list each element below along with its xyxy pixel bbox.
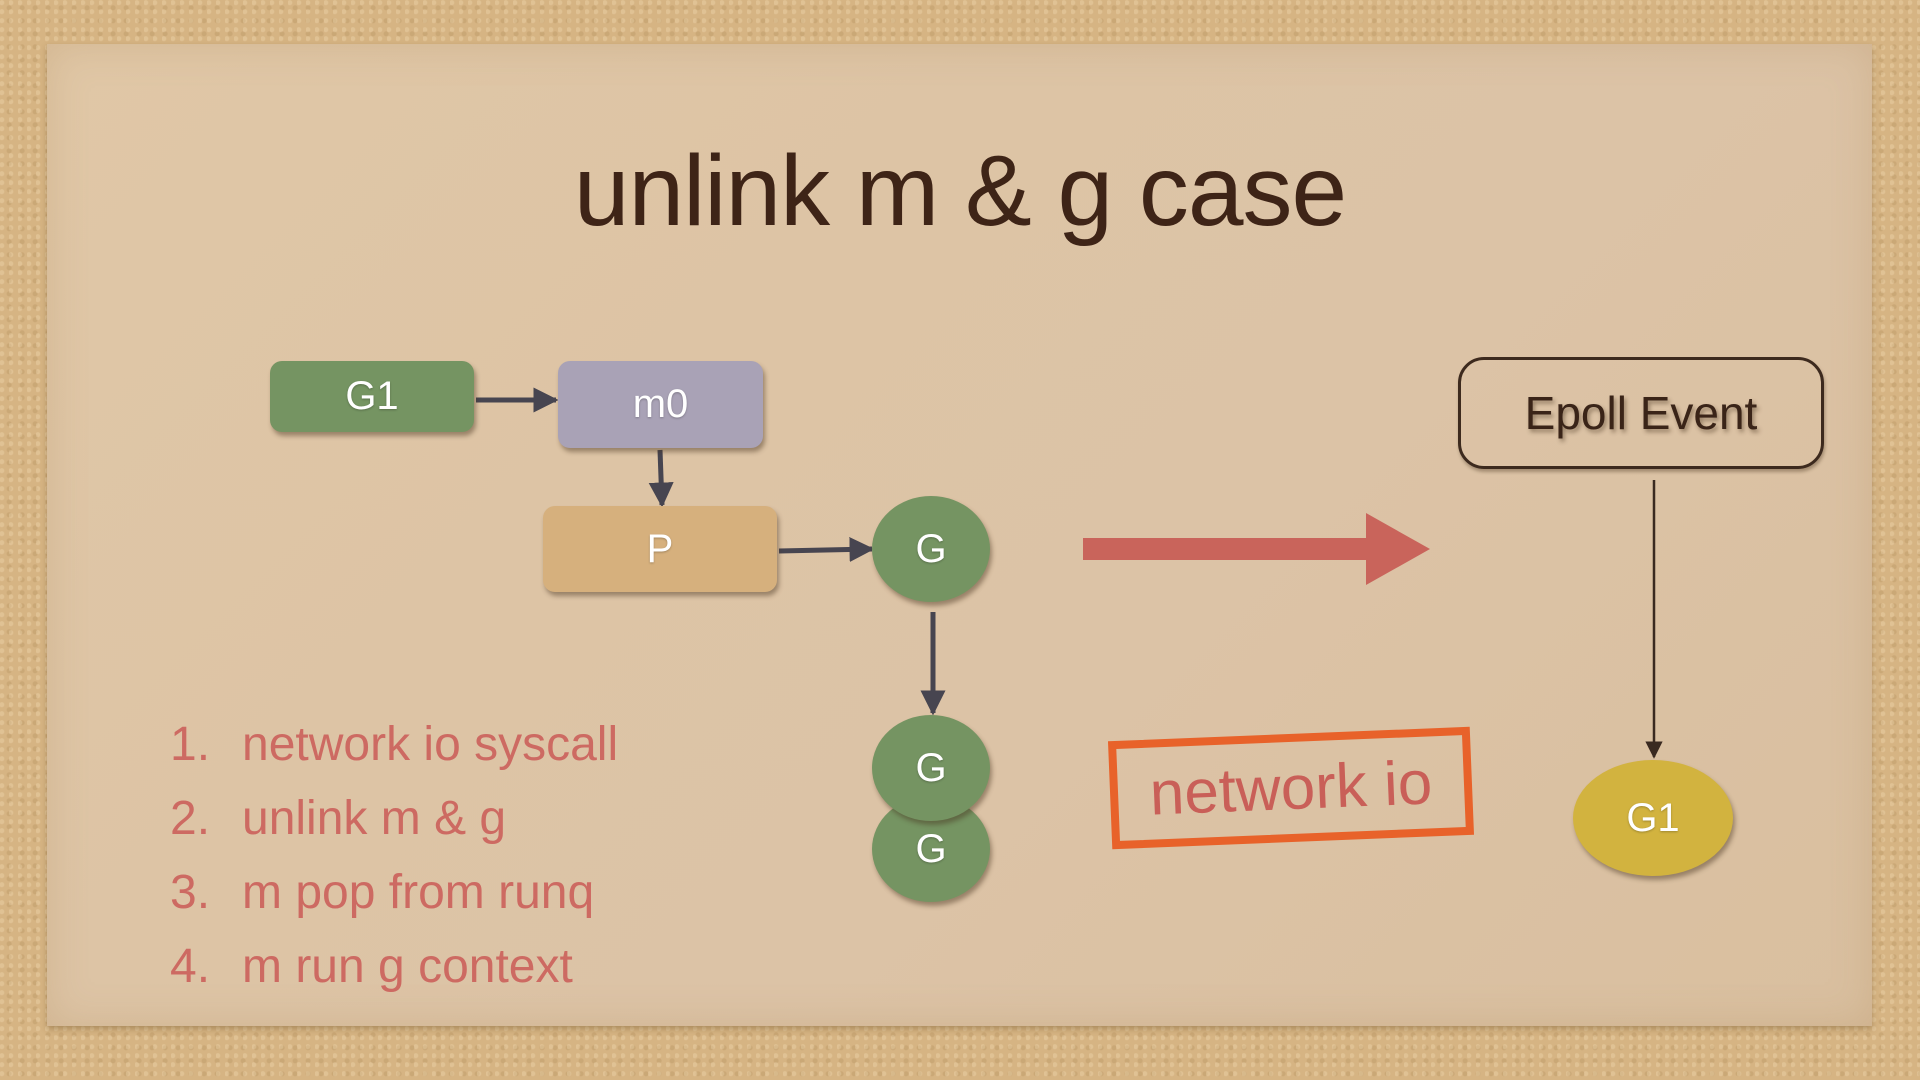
step-text: network io syscall [242,718,619,771]
step-item: 2. unlink m & g [170,782,618,856]
stamp-label: network io [1148,747,1434,829]
step-item: 1. network io syscall [170,708,618,782]
arrow-m0-to-p [648,449,674,508]
epoll-event-label: Epoll Event [1524,387,1758,439]
g-runq-label-1: G [915,745,947,790]
slide-title: unlink m & g case [573,135,1347,247]
p-label: P [646,526,674,571]
g1-ready-label: G1 [1626,795,1680,840]
step-item: 3. m pop from runq [170,856,618,930]
m0-label: m0 [632,382,689,426]
p-processor-box: P [543,506,777,592]
g-runq-circle-1: G [872,715,990,821]
transition-arrow [1083,513,1430,585]
g1-label: G1 [345,374,399,418]
step-text: m run g context [242,940,573,993]
steps-list: 1. network io syscall 2. unlink m & g 3. m … [170,708,618,1004]
step-number: 4. [170,940,211,993]
epoll-event-box: Epoll Event [1458,357,1824,469]
g-runq-label-2: G [915,826,947,871]
step-text: unlink m & g [242,792,507,845]
arrow-p-to-g [778,536,875,562]
g1-ready-circle: G1 [1573,760,1733,876]
step-text: m pop from runq [242,866,595,919]
g1-goroutine-box: G1 [270,361,474,432]
g-running-circle: G [872,496,990,602]
step-number: 1. [170,718,211,771]
network-io-stamp: network io [1107,726,1475,850]
step-number: 3. [170,866,211,919]
step-item: 4. m run g context [170,930,618,1004]
g-running-label: G [915,526,947,571]
step-number: 2. [170,792,211,845]
m0-machine-box: m0 [558,361,763,448]
